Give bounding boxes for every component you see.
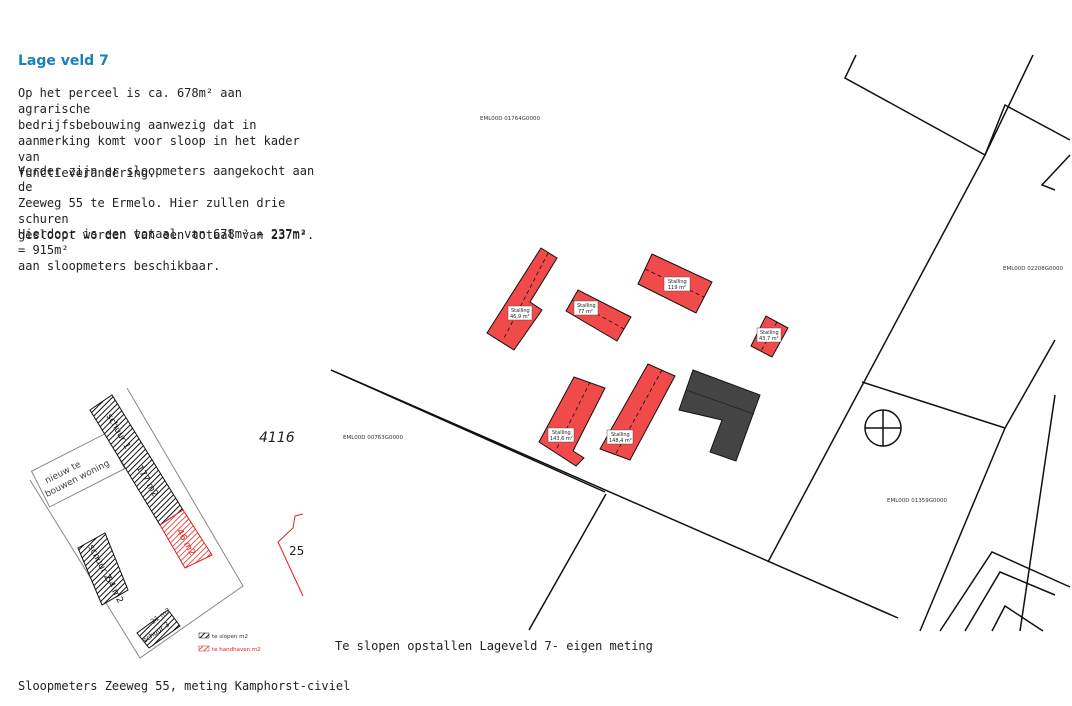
building-2-label: Stalling — [577, 303, 596, 309]
legend-black-swatch — [198, 632, 210, 639]
building-stalling-46-9: Stalling 46,9 m² — [486, 247, 558, 351]
building-4-area: 43,7 m² — [759, 336, 779, 342]
existing-building-dark — [678, 369, 761, 462]
parcel-line-diagonal — [767, 154, 986, 563]
paragraph-intro: Op het perceel is ca. 678m² aan agrarisc… — [18, 86, 300, 180]
building-stalling-43-7: Stalling 43,7 m² — [750, 315, 789, 358]
parcel-line-far-right — [1019, 394, 1056, 632]
building-6-label: Stalling — [611, 432, 630, 438]
parcel-label-1764: EML00D 01764G0000 — [480, 116, 541, 122]
caption-left: Sloopmeters Zeeweg 55, meting Kamphorst-… — [18, 679, 351, 693]
schuur-2-shape — [77, 532, 129, 606]
building-3-area: 119 m² — [668, 285, 686, 291]
parcel-line-bottom-right-small — [991, 604, 1044, 632]
parcel-line-lower — [528, 493, 607, 631]
parcel-line-right-up — [1004, 339, 1056, 429]
building-stalling-143-6: Stalling 143,6 m² — [538, 376, 606, 467]
building-stalling-119: Stalling 119 m² — [637, 253, 713, 314]
building-stalling-77: Stalling 77 m² — [565, 289, 632, 342]
building-5-label: Stalling — [552, 430, 571, 436]
building-2-area: 77 m² — [578, 309, 593, 315]
paragraph-zeeweg: Verder zijn er sloopmeters aangekocht aa… — [18, 164, 315, 242]
parcel-label-2208: EML00D 02208G0000 — [1003, 266, 1064, 272]
zeeweg-sketch-map: nieuw te bouwen woning schuur 1 177 m2 4… — [29, 387, 304, 659]
page-title: Lage veld 7 — [18, 53, 109, 69]
building-5-area: 143,6 m² — [550, 436, 573, 442]
building-3-label: Stalling — [668, 279, 687, 285]
plot-boundary — [29, 387, 244, 659]
legend-red-label: te handhaven m2 — [212, 647, 261, 653]
parcel-label-0763: EML00D 00763G0000 — [343, 435, 404, 441]
parcel-line-top — [844, 54, 1034, 157]
lageveld-cadastral-map — [330, 54, 1071, 632]
red-boundary-line — [277, 513, 304, 597]
road-line-lower-dummy — [331, 437, 898, 618]
legend-black-label: te slopen m2 — [212, 634, 248, 640]
parcel-line-corner — [1040, 154, 1071, 191]
building-1-area: 46,9 m² — [510, 314, 530, 320]
building-stalling-148-4: Stalling 148,4 m² — [599, 363, 676, 461]
paragraph-total: Hierdoor is een totaal van 678m² + 237m²… — [18, 227, 307, 273]
parcel-number-4116: 4116 — [259, 430, 295, 446]
road-line-left — [330, 369, 606, 493]
parcel-line-bottom-right-inner — [964, 571, 1056, 632]
parcel-line-bottom-right — [939, 551, 1071, 632]
caption-right: Te slopen opstallen Lageveld 7- eigen me… — [335, 639, 653, 653]
parcel-line-top-right — [984, 103, 1071, 156]
building-6-area: 148,4 m² — [609, 438, 632, 444]
red-hatch-area — [159, 509, 213, 569]
house-number-25: 25 — [289, 544, 304, 558]
building-1-label: Stalling — [511, 308, 530, 314]
legend-red-swatch — [198, 645, 210, 652]
schuur-3-shape — [136, 609, 181, 649]
parcel-label-1359: EML00D 01359G0000 — [887, 498, 948, 504]
building-4-label: Stalling — [760, 330, 779, 336]
